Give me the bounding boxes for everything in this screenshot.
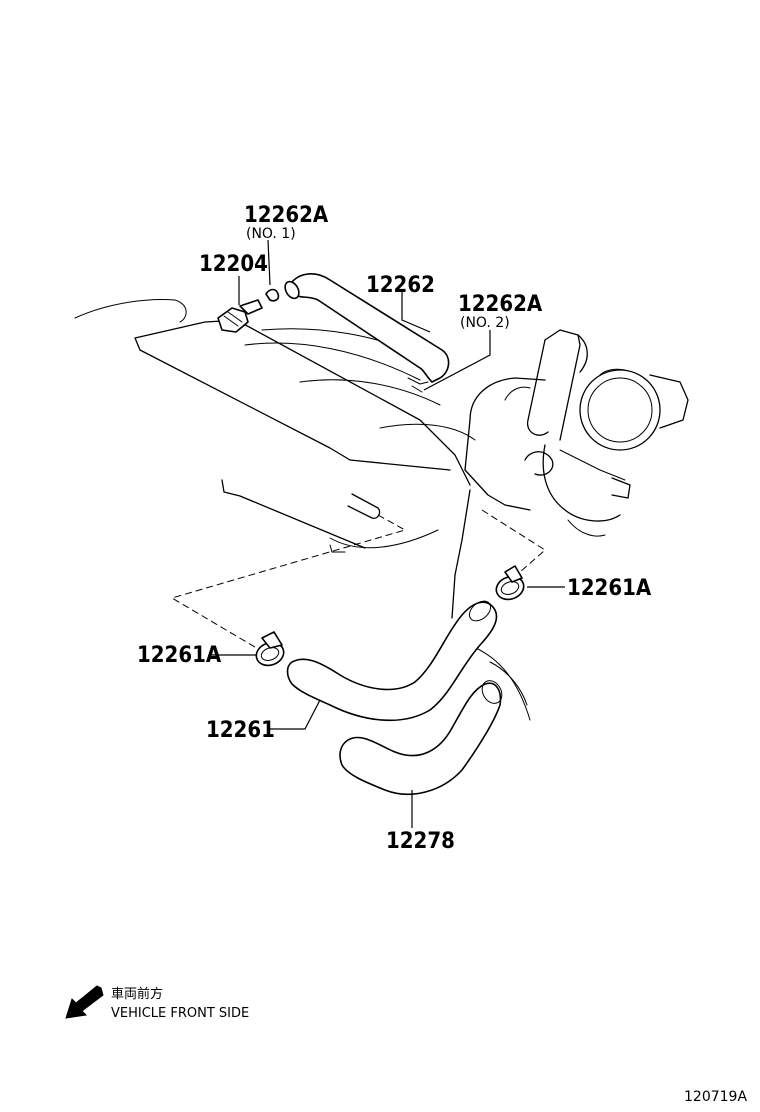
label-12262: 12262 — [366, 273, 435, 298]
label-12262a-no1: 12262A — [244, 203, 329, 228]
label-12262a-no2: 12262A — [458, 292, 543, 317]
label-12262a-no1-sub: (NO. 1) — [246, 226, 296, 242]
hose-clip-no2 — [407, 377, 429, 393]
assembly-dashes — [170, 509, 546, 651]
label-12261a-left: 12261A — [137, 643, 222, 668]
label-12262a-no2-sub: (NO. 2) — [460, 315, 510, 331]
label-12261: 12261 — [206, 718, 275, 743]
label-12204: 12204 — [199, 252, 268, 277]
label-12261a-right: 12261A — [567, 576, 652, 601]
hose-clamp-left — [255, 631, 285, 667]
hose-clip-no1 — [265, 288, 280, 302]
orientation-jp: 車両前方 — [111, 986, 163, 1002]
orientation-en: VEHICLE FRONT SIDE — [111, 1006, 249, 1021]
pcv-valve-12204 — [217, 299, 263, 333]
front-direction-arrow-icon — [65, 985, 104, 1019]
leader-lines — [212, 239, 565, 828]
ventilation-hose-12262 — [284, 273, 450, 383]
hose-clamp-right — [495, 565, 525, 601]
label-12278: 12278 — [386, 829, 455, 854]
figure-id: 120719A — [684, 1089, 747, 1105]
hose-12261 — [286, 600, 498, 722]
hose-12278 — [339, 680, 503, 796]
